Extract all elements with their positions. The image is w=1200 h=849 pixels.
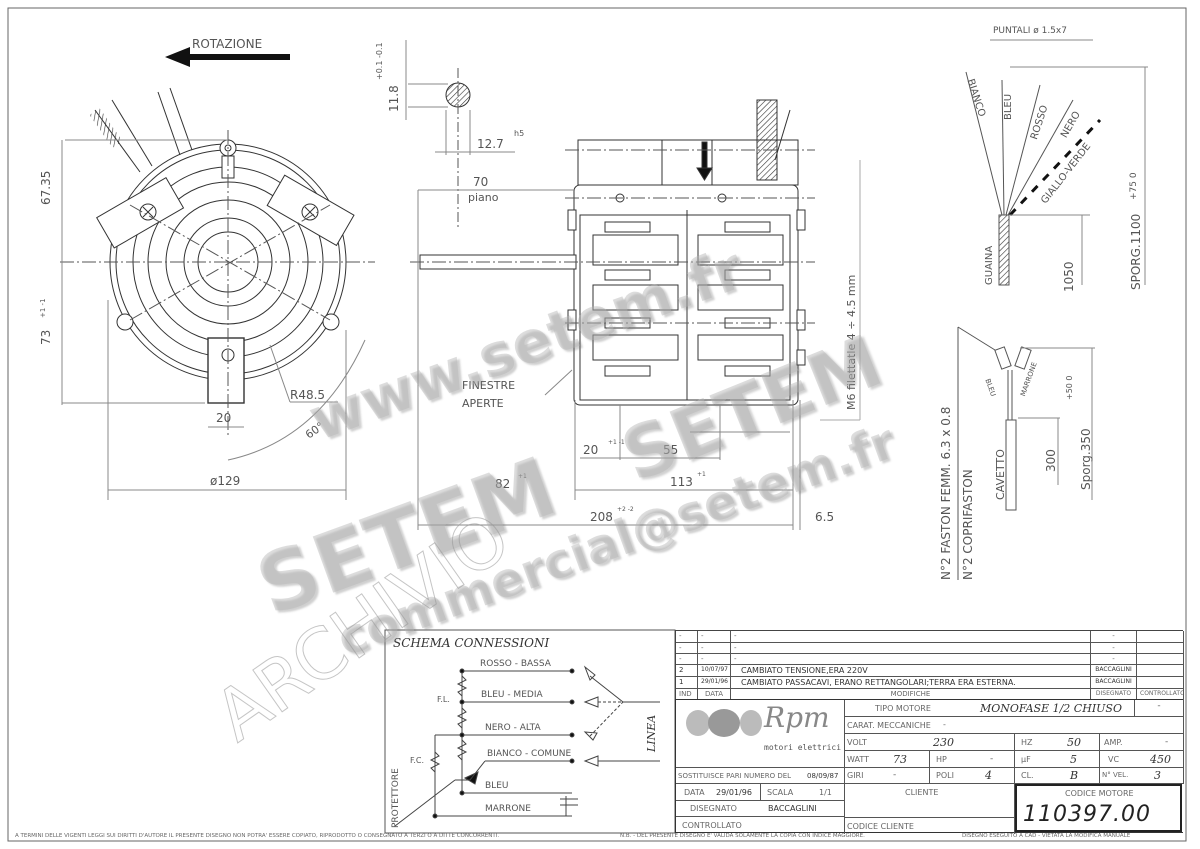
logo-text: Rpm xyxy=(764,701,830,734)
dim-bracket-width: 20 xyxy=(216,411,232,425)
faston-note-1: N°2 FASTON FEMM. 6.3 x 0.8 xyxy=(939,406,953,580)
revisions-table: - - - - - - - - - - - - 2 10/07/97 CAMBI… xyxy=(675,630,1184,700)
dim-1050: 1050 xyxy=(1062,261,1076,292)
side-view xyxy=(410,99,861,530)
dim-sporg-350: Sporg.350 xyxy=(1079,428,1093,490)
front-view xyxy=(60,87,375,500)
tipo-motore-cell: TIPO MOTORE MONOFASE 1/2 CHIUSO xyxy=(845,700,1135,717)
dim-300: 300 xyxy=(1044,449,1058,472)
shaft-section xyxy=(405,40,515,230)
label-windows: FINESTRE xyxy=(462,379,516,392)
label-windows-2: APERTE xyxy=(462,397,504,410)
tips-label: PUNTALI ø 1.5x7 xyxy=(993,26,1067,36)
cl-cell: CL. B xyxy=(1015,768,1100,784)
dim-113-tol: +1 xyxy=(697,471,706,478)
hz-cell: HZ 50 xyxy=(1015,734,1100,751)
revision-row: 2 10/07/97 CAMBIATO TENSIONE,ERA 220V BA… xyxy=(676,665,1184,677)
footer-copyright: A TERMINI DELLE VIGENTI LEGGI SUI DIRITT… xyxy=(15,833,500,839)
hp-cell: HP - xyxy=(930,751,1015,768)
revision-row: - - - - xyxy=(676,643,1184,654)
poli-cell: POLI 4 xyxy=(930,768,1015,784)
schema-line-nero: NERO - ALTA xyxy=(485,723,541,733)
cable-label: CAVETTO xyxy=(994,449,1007,500)
revision-row: 1 29/01/96 CAMBIATO PASSACAVI, ERANO RET… xyxy=(676,677,1184,689)
dim-flat-length: 70 xyxy=(473,175,489,189)
codice-motore-value: 110397.00 xyxy=(1023,802,1151,827)
dim-208: 208 xyxy=(590,510,613,524)
company-logo: Rpm motori elettrici xyxy=(676,700,845,768)
dim-height-bottom-tol: +1 -1 xyxy=(39,298,47,318)
schema-line-marrone: MARRONE xyxy=(485,804,531,814)
schema-line-rosso: ROSSO - BASSA xyxy=(480,659,551,669)
sheath-label: GUAINA xyxy=(984,245,995,285)
shaft-dim-flat-tol: +0.1 -0.1 xyxy=(375,42,384,80)
logo-subtitle: motori elettrici xyxy=(764,743,842,752)
schema-fl-label: F.L. xyxy=(437,695,450,704)
dim-sporg-tol: +75 0 xyxy=(1129,172,1139,200)
dim-20: 20 xyxy=(583,443,599,457)
thread-note: M6 filettatle 4 ÷ 4.5 mm xyxy=(845,274,858,410)
dim-diameter: ø129 xyxy=(210,474,241,488)
uf-cell: µF 5 xyxy=(1015,751,1100,768)
dim-sporg: SPORG.1100 xyxy=(1129,213,1143,290)
watt-cell: WATT 73 xyxy=(845,751,930,768)
codice-motore-box: CODICE MOTORE 110397.00 xyxy=(1015,784,1182,832)
schema-line-bianco: BIANCO - COMUNE xyxy=(487,749,572,759)
schema-line-bleu-2: BLEU xyxy=(485,781,509,791)
dim-height-top: 67.35 xyxy=(39,170,53,205)
vc-cell: VC 450 xyxy=(1100,751,1184,768)
footer-cad-note: DISEGNO ESEGUITO A CAD - VIETATA LA MODI… xyxy=(962,833,1131,839)
schema-line-bleu: BLEU - MEDIA xyxy=(481,690,543,700)
dim-6-5: 6.5 xyxy=(815,510,835,524)
revision-row: - - - - xyxy=(676,631,1184,643)
dim-radius: R48.5 xyxy=(290,388,326,402)
dim-208-tol: +2 -2 xyxy=(617,506,634,513)
data-cell: DATA 29/01/96 xyxy=(676,784,761,801)
carat-meccaniche-cell: CARAT. MECCANICHE - xyxy=(845,717,1184,734)
dim-height-bottom: 73 xyxy=(39,329,53,345)
title-block: Rpm motori elettrici TIPO MOTORE MONOFAS… xyxy=(675,699,1184,834)
revision-row: - - - - xyxy=(676,654,1184,665)
rotation-label: ROTAZIONE xyxy=(192,37,263,51)
scala-cell: SCALA 1/1 xyxy=(761,784,845,801)
giri-cell: GIRI - xyxy=(845,768,930,784)
disegnato-cell: DISEGNATO BACCAGLINI xyxy=(676,801,845,817)
dim-113: 113 xyxy=(670,475,693,489)
dim-sporg-350-tol: +50 0 xyxy=(1065,375,1074,400)
lead-wires xyxy=(965,39,1148,286)
rotation-arrow-icon xyxy=(165,47,290,67)
controllato-cell: CONTROLLATO xyxy=(676,817,845,834)
amp-cell: AMP. - xyxy=(1100,734,1184,751)
sostituisce-cell: SOSTITUISCE PARI NUMERO DEL 08/09/87 xyxy=(676,768,845,784)
shaft-dim-tol: h5 xyxy=(514,129,525,138)
schema-title: SCHEMA CONNESSIONI xyxy=(393,636,550,650)
protector-leads xyxy=(957,326,1095,580)
tipo-motore-value: MONOFASE 1/2 CHIUSO xyxy=(980,702,1122,715)
nvel-cell: N° VEL. 3 xyxy=(1100,768,1184,784)
schema-fc-label: F.C. xyxy=(410,756,424,765)
dim-55: 55 xyxy=(663,443,679,457)
shaft-dim-diameter: 12.7 xyxy=(477,137,504,151)
dim-82: 82 xyxy=(495,477,511,491)
dim-flat-label: piano xyxy=(468,191,499,204)
dim-20-tol: +1 -1 xyxy=(608,439,625,446)
codice-cliente-cell: CODICE CLIENTE xyxy=(845,817,1015,834)
schema-protector-label: PROTETTORE xyxy=(391,768,401,828)
schema-line-label: LINEA xyxy=(645,714,658,752)
wire-bleu: BLEU xyxy=(1003,93,1014,120)
motor-logo-icon xyxy=(686,709,762,737)
faston-note-2: N°2 COPRIFASTON xyxy=(961,469,975,580)
volt-cell: VOLT 230 xyxy=(845,734,1015,751)
dim-82-tol: +1 xyxy=(518,473,527,480)
wiring-schema xyxy=(384,629,676,834)
cliente-cell: CLIENTE xyxy=(845,784,1015,817)
footer-note: N.B. - DEL PRESENTE DISEGNO E' VALIDA SO… xyxy=(620,833,865,839)
shaft-dim-flat: 11.8 xyxy=(387,85,401,112)
